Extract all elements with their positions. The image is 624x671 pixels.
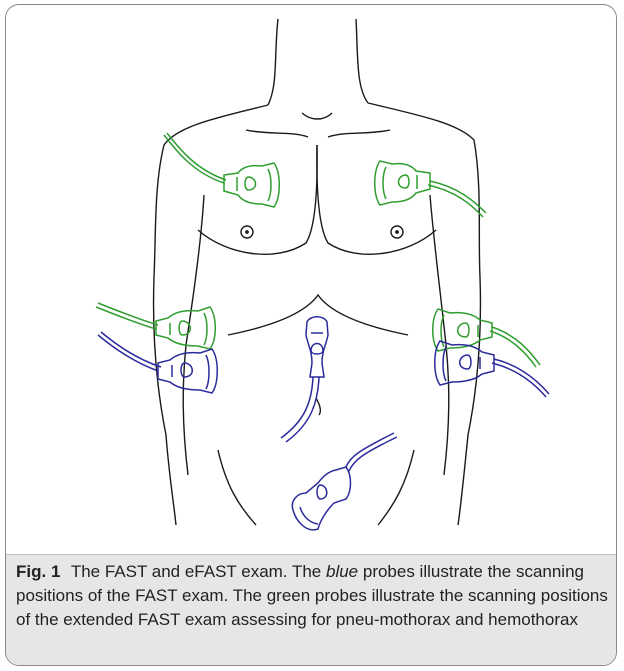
probe-pelvic	[292, 433, 397, 530]
probe-right-chest	[375, 161, 486, 217]
fast-probes	[98, 317, 549, 530]
caption-band: Fig. 1 The FAST and eFAST exam. The blue…	[6, 554, 616, 665]
caption-label: Fig. 1	[16, 562, 60, 581]
figure-caption: Fig. 1 The FAST and eFAST exam. The blue…	[16, 560, 608, 632]
caption-italic-word: blue	[326, 562, 358, 581]
probe-right-thorax	[433, 309, 540, 367]
probe-left-chest	[164, 133, 279, 207]
figure-frame: Fig. 1 The FAST and eFAST exam. The blue…	[5, 4, 617, 666]
fast-exam-illustration	[6, 5, 617, 554]
probe-right-abdomen	[435, 341, 549, 397]
efast-probes	[96, 133, 540, 367]
caption-text-1: The FAST and eFAST exam. The	[71, 562, 321, 581]
probe-subxiphoid	[281, 317, 328, 442]
body-outline	[154, 19, 481, 525]
